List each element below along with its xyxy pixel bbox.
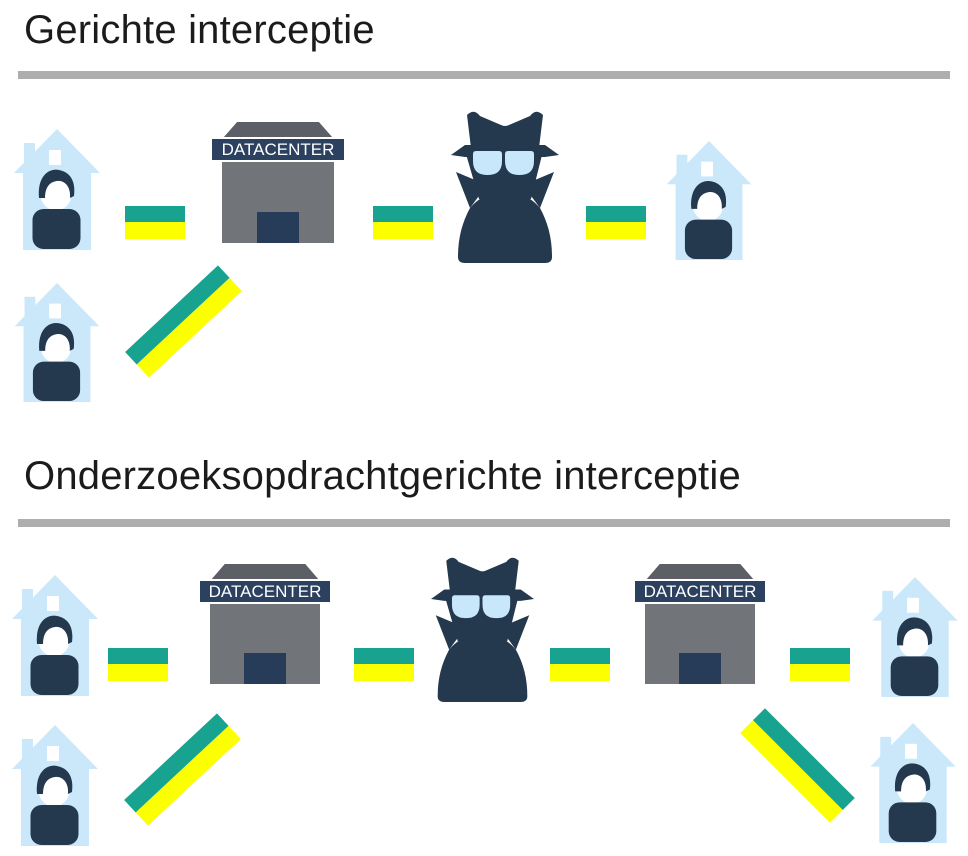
datacenter-sign-label: DATACENTER <box>643 582 757 601</box>
section-title: Onderzoeksopdrachtgerichte interceptie <box>24 454 741 498</box>
cable-icon <box>790 648 850 681</box>
house-person-icon <box>870 722 956 843</box>
cable-green-stripe <box>354 648 414 664</box>
datacenter-sign: DATACENTER <box>633 579 767 604</box>
datacenter-icon: DATACENTER <box>198 564 332 684</box>
datacenter-icon: DATACENTER <box>210 122 346 243</box>
cable-diagonal-icon <box>124 713 241 826</box>
cable-yellow-stripe <box>354 664 414 681</box>
cable-green-stripe <box>373 206 433 222</box>
spy-icon <box>451 111 559 265</box>
cable-yellow-stripe <box>373 222 433 239</box>
cable-green-stripe <box>790 648 850 664</box>
cable-diagonal-icon <box>740 708 855 823</box>
house-person-icon <box>12 574 98 696</box>
datacenter-sign-label: DATACENTER <box>208 582 322 601</box>
spy-icon <box>431 557 534 704</box>
cable-yellow-stripe <box>125 222 185 239</box>
section-divider <box>18 71 950 79</box>
section-title: Gerichte interceptie <box>24 8 375 52</box>
cable-yellow-stripe <box>586 222 646 239</box>
datacenter-door <box>257 212 299 243</box>
section-divider <box>18 519 950 527</box>
datacenter-sign: DATACENTER <box>198 579 332 604</box>
house-person-icon <box>666 140 752 260</box>
cable-icon <box>108 648 168 681</box>
cable-green-stripe <box>586 206 646 222</box>
cable-diagonal-icon <box>125 265 242 378</box>
cable-icon <box>586 206 646 239</box>
cable-green-stripe <box>550 648 610 664</box>
cable-icon <box>125 206 185 239</box>
cable-yellow-stripe <box>108 664 168 681</box>
datacenter-icon: DATACENTER <box>633 564 767 684</box>
datacenter-door <box>244 653 286 684</box>
cable-green-stripe <box>125 206 185 222</box>
cable-icon <box>550 648 610 681</box>
cable-green-stripe <box>108 648 168 664</box>
house-person-icon <box>14 282 100 402</box>
house-person-icon <box>872 576 958 697</box>
house-person-icon <box>14 128 100 250</box>
datacenter-sign-label: DATACENTER <box>221 140 335 159</box>
datacenter-door <box>679 653 721 684</box>
cable-yellow-stripe <box>550 664 610 681</box>
cable-yellow-stripe <box>790 664 850 681</box>
house-person-icon <box>12 724 98 846</box>
datacenter-sign: DATACENTER <box>210 137 346 162</box>
cable-icon <box>373 206 433 239</box>
cable-icon <box>354 648 414 681</box>
